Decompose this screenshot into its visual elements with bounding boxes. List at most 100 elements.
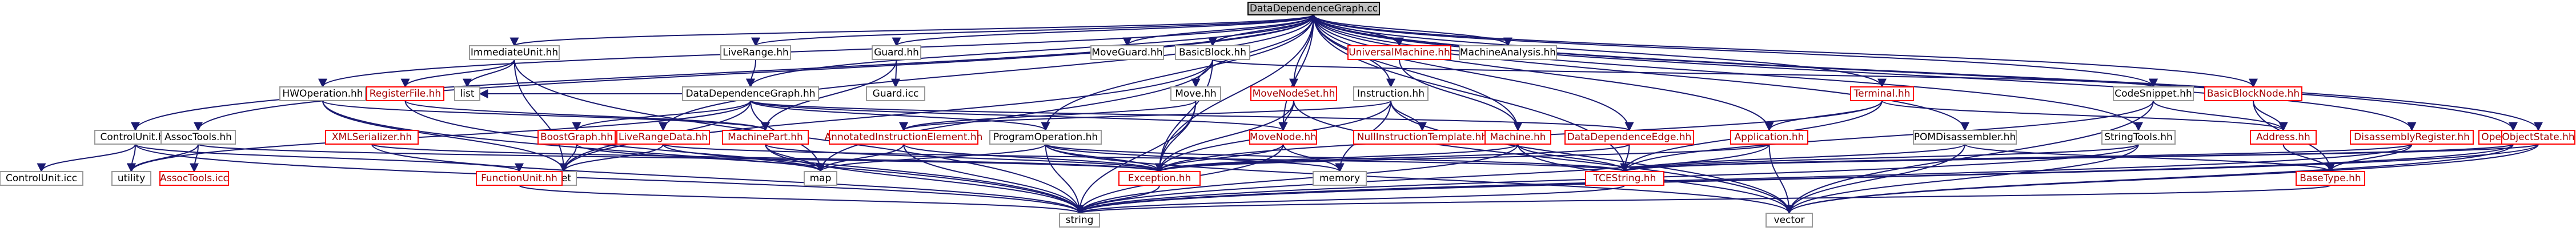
edge-functionunit-to-string xyxy=(519,185,1084,214)
node-label: map xyxy=(810,173,832,184)
node-machine-hh[interactable]: Machine.hh xyxy=(1484,130,1551,145)
node-registerfile-hh[interactable]: RegisterFile.hh xyxy=(366,86,444,101)
node-instruction-hh[interactable]: Instruction.hh xyxy=(1353,86,1429,101)
edge-basetype-to-string xyxy=(1076,185,2331,214)
edge-root-to-machineanalysis xyxy=(1313,14,1512,47)
node-box xyxy=(454,86,480,101)
node-basicblock-hh[interactable]: BasicBlock.hh xyxy=(1175,45,1250,60)
node-annotatedinstructionelement-hh[interactable]: AnnotatedInstructionElement.hh xyxy=(825,130,983,145)
node-liverange-hh[interactable]: LiveRange.hh xyxy=(720,45,791,60)
node-boostgraph-hh[interactable]: BoostGraph.hh xyxy=(537,130,616,145)
node-programoperation-hh[interactable]: ProgramOperation.hh xyxy=(989,130,1102,145)
node-application-hh[interactable]: Application.hh xyxy=(1730,130,1808,145)
node-move-hh[interactable]: Move.hh xyxy=(1170,86,1221,101)
node-label: MoveNodeSet.hh xyxy=(1253,88,1335,99)
node-box xyxy=(2250,130,2317,145)
node-assoctools-hh[interactable]: AssocTools.hh xyxy=(161,130,236,145)
node-label: BaseType.hh xyxy=(2300,173,2361,184)
node-box xyxy=(866,86,925,101)
node-exception-hh[interactable]: Exception.hh xyxy=(1118,171,1201,186)
node-xmlserializer-hh[interactable]: XMLSerializer.hh xyxy=(325,130,419,145)
edge-stringtools-to-tcestring xyxy=(1620,144,2139,173)
node-guard-hh[interactable]: Guard.hh xyxy=(872,45,921,60)
edge-liverangedata-to-set xyxy=(559,144,664,173)
node-box xyxy=(279,86,366,101)
node-label: DisassemblyRegister.hh xyxy=(2354,132,2470,143)
edge-codesnippet-to-tcestring xyxy=(1620,100,2154,173)
node-nullinstructiontemplate-hh[interactable]: NullInstructionTemplate.hh xyxy=(1353,130,1491,145)
edge-terminal-to-application xyxy=(1764,100,1883,132)
node-label: MoveGuard.hh xyxy=(1092,47,1162,58)
node-label: memory xyxy=(1319,173,1360,184)
node-datadependencegraph-cc[interactable]: DataDependenceGraph.cc xyxy=(1247,2,1380,15)
node-disassemblyregister-hh[interactable]: DisassemblyRegister.hh xyxy=(2350,130,2474,145)
edge-root-to-operation xyxy=(1313,14,2518,132)
node-tcestring-hh[interactable]: TCEString.hh xyxy=(1585,171,1664,186)
node-liverangedata-hh[interactable]: LiveRangeData.hh xyxy=(616,130,710,145)
node-universalmachine-hh[interactable]: UniversalMachine.hh xyxy=(1347,45,1451,60)
edge-xmlserializer-to-string xyxy=(371,144,1084,214)
edge-basicblocknode-to-address xyxy=(2253,100,2288,132)
node-box xyxy=(2501,130,2575,145)
node-label: FunctionUnit.hh xyxy=(481,173,557,184)
node-box xyxy=(1459,45,1557,60)
node-label: MoveNode.hh xyxy=(1250,132,1317,143)
node-label: string xyxy=(1066,214,1094,226)
node-hwoperation-hh[interactable]: HWOperation.hh xyxy=(279,86,366,101)
node-box xyxy=(1247,2,1380,15)
node-controlunit-icc[interactable]: ControlUnit.icc xyxy=(0,171,83,186)
node-box xyxy=(720,45,791,60)
node-label: DataDependenceGraph.hh xyxy=(685,88,815,99)
node-movenode-hh[interactable]: MoveNode.hh xyxy=(1249,130,1317,145)
node-label: Terminal.hh xyxy=(1853,88,1911,99)
node-memory[interactable]: memory xyxy=(1313,171,1367,186)
edge-disassemblyregister-to-basetype xyxy=(2326,144,2413,173)
edge-codesnippet-to-address xyxy=(2153,100,2288,132)
node-movenodeset-hh[interactable]: MoveNodeSet.hh xyxy=(1250,86,1337,101)
edge-controlunit-to-controluniticc xyxy=(37,144,136,173)
node-pomdisassembler-hh[interactable]: POMDisassembler.hh xyxy=(1913,130,2017,145)
node-label: HWOperation.hh xyxy=(282,88,363,99)
node-basicblocknode-hh[interactable]: BasicBlockNode.hh xyxy=(2204,86,2302,101)
node-immediateunit-hh[interactable]: ImmediateUnit.hh xyxy=(469,45,560,60)
edge-datadependencegraph-to-datadependenceedge xyxy=(750,100,1634,132)
edge-objectstate-to-tcestring xyxy=(1620,144,2539,173)
node-moveguard-hh[interactable]: MoveGuard.hh xyxy=(1090,45,1164,60)
node-stringtools-hh[interactable]: StringTools.hh xyxy=(2101,130,2176,145)
edge-instruction-to-vector xyxy=(1390,100,1794,214)
node-basetype-hh[interactable]: BaseType.hh xyxy=(2296,171,2365,186)
edge-root-to-disassemblyregister xyxy=(1313,14,2417,132)
node-box xyxy=(989,130,1102,145)
node-box xyxy=(1353,86,1429,101)
edge-root-to-codesnippet xyxy=(1313,14,2158,88)
node-machineanalysis-hh[interactable]: MachineAnalysis.hh xyxy=(1459,45,1557,60)
node-box xyxy=(1850,86,1914,101)
node-list[interactable]: list xyxy=(454,86,480,101)
node-label: Guard.icc xyxy=(873,88,919,99)
edge-application-to-exception xyxy=(1155,144,1770,173)
node-terminal-hh[interactable]: Terminal.hh xyxy=(1850,86,1914,101)
edge-root-to-controlunit xyxy=(131,14,1314,132)
node-label: UniversalMachine.hh xyxy=(1349,47,1450,58)
node-string[interactable]: string xyxy=(1059,213,1100,228)
node-address-hh[interactable]: Address.hh xyxy=(2250,130,2317,145)
node-label: vector xyxy=(1774,214,1805,226)
node-vector[interactable]: vector xyxy=(1766,213,1813,228)
node-datadependencegraph-hh[interactable]: DataDependenceGraph.hh xyxy=(682,86,819,101)
edge-guard-to-machinepart xyxy=(761,59,897,132)
node-objectstate-hh[interactable]: ObjectState.hh xyxy=(2501,130,2575,145)
node-machinepart-hh[interactable]: MachinePart.hh xyxy=(722,130,809,145)
edge-root-to-machine xyxy=(1313,14,1523,132)
edge-root-to-liverangedata xyxy=(659,14,1314,132)
node-box xyxy=(537,130,616,145)
node-codesnippet-hh[interactable]: CodeSnippet.hh xyxy=(2113,86,2194,101)
node-assoctools-icc[interactable]: AssocTools.icc xyxy=(159,171,229,186)
node-box xyxy=(1730,130,1808,145)
node-utility[interactable]: utility xyxy=(111,171,151,186)
node-map[interactable]: map xyxy=(804,171,837,186)
node-functionunit-hh[interactable]: FunctionUnit.hh xyxy=(476,171,563,186)
node-guard-icc[interactable]: Guard.icc xyxy=(866,86,925,101)
node-datadependenceedge-hh[interactable]: DataDependenceEdge.hh xyxy=(1564,130,1694,145)
edge-annotatedinstructionelement-to-exception xyxy=(903,144,1164,173)
node-box xyxy=(722,130,809,145)
